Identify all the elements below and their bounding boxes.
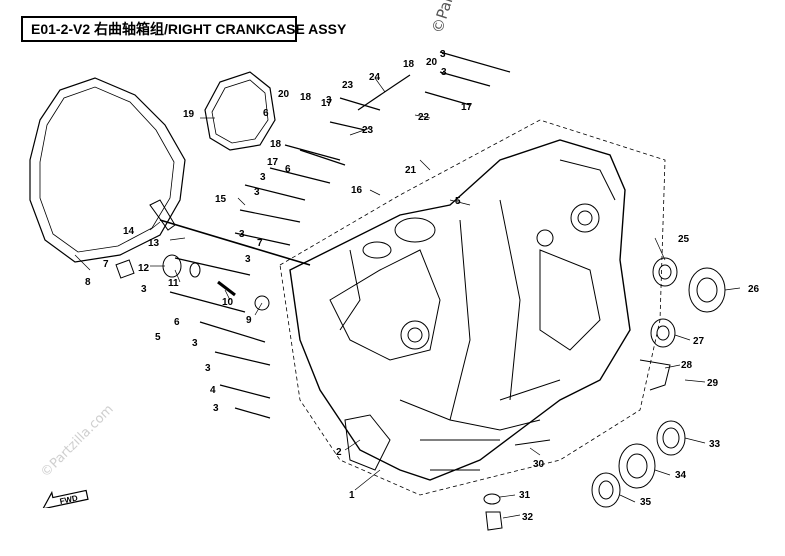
callout-29: 29 [707, 378, 719, 389]
callout-3: 3 [260, 172, 266, 183]
callout-17: 17 [461, 102, 473, 113]
callout-3: 3 [441, 67, 447, 78]
callout-3: 3 [213, 403, 219, 414]
callout-16: 16 [351, 185, 363, 196]
callout-6: 6 [263, 108, 269, 119]
callout-23: 23 [362, 125, 374, 136]
fwd-label: FWD [59, 493, 79, 506]
callout-15: 15 [215, 194, 227, 205]
callout-11: 11 [168, 278, 179, 289]
callout-17: 17 [321, 98, 333, 109]
callout-19: 19 [183, 109, 195, 120]
callout-27: 27 [693, 336, 705, 347]
callout-1: 1 [349, 490, 355, 501]
callout-34: 34 [675, 470, 687, 481]
callout-3: 3 [254, 187, 260, 198]
callout-21: 21 [405, 165, 417, 176]
callout-30: 30 [533, 459, 545, 470]
callout-26: 26 [748, 284, 760, 295]
callout-7: 7 [103, 259, 109, 270]
callout-17: 17 [267, 157, 279, 168]
callout-18: 18 [300, 92, 312, 103]
callout-10: 10 [222, 297, 234, 308]
callout-18: 18 [270, 139, 282, 150]
callout-25: 25 [678, 234, 690, 245]
callout-9: 9 [246, 315, 252, 326]
callout-3: 3 [245, 254, 251, 265]
callout-6: 6 [285, 164, 291, 175]
callout-20: 20 [278, 89, 290, 100]
callout-14: 14 [123, 226, 135, 237]
callout-3: 3 [326, 95, 332, 106]
bolts-left [169, 144, 341, 419]
callout-12: 12 [138, 263, 150, 274]
callout-2: 2 [336, 447, 342, 458]
page-title: E01-2-V2 右曲轴箱组/RIGHT CRANKCASE ASSY [21, 16, 346, 42]
callout-3: 3 [192, 338, 198, 349]
callout-5: 5 [155, 332, 161, 343]
callout-18: 18 [403, 59, 415, 70]
callout-5: 5 [455, 196, 461, 207]
callout-4: 4 [210, 385, 216, 396]
callout-8: 8 [85, 277, 91, 288]
callout-32: 32 [522, 512, 534, 523]
callout-7: 7 [257, 238, 263, 249]
callout-23: 23 [342, 80, 354, 91]
callout-31: 31 [519, 490, 531, 501]
bearings-right [591, 257, 726, 508]
callout-3: 3 [141, 284, 147, 295]
callout-3: 3 [205, 363, 211, 374]
callout-13: 13 [148, 238, 160, 249]
callout-33: 33 [709, 439, 721, 450]
callout-3: 3 [440, 49, 446, 60]
crankcase-body [289, 139, 631, 481]
callout-28: 28 [681, 360, 693, 371]
callout-20: 20 [426, 57, 438, 68]
callout-22: 22 [418, 112, 430, 123]
callout-24: 24 [369, 72, 381, 83]
fwd-arrow-icon: FWD [41, 489, 89, 508]
callout-35: 35 [640, 497, 652, 508]
bolts-top [299, 51, 511, 166]
callout-3: 3 [239, 229, 245, 240]
callout-6: 6 [174, 317, 180, 328]
